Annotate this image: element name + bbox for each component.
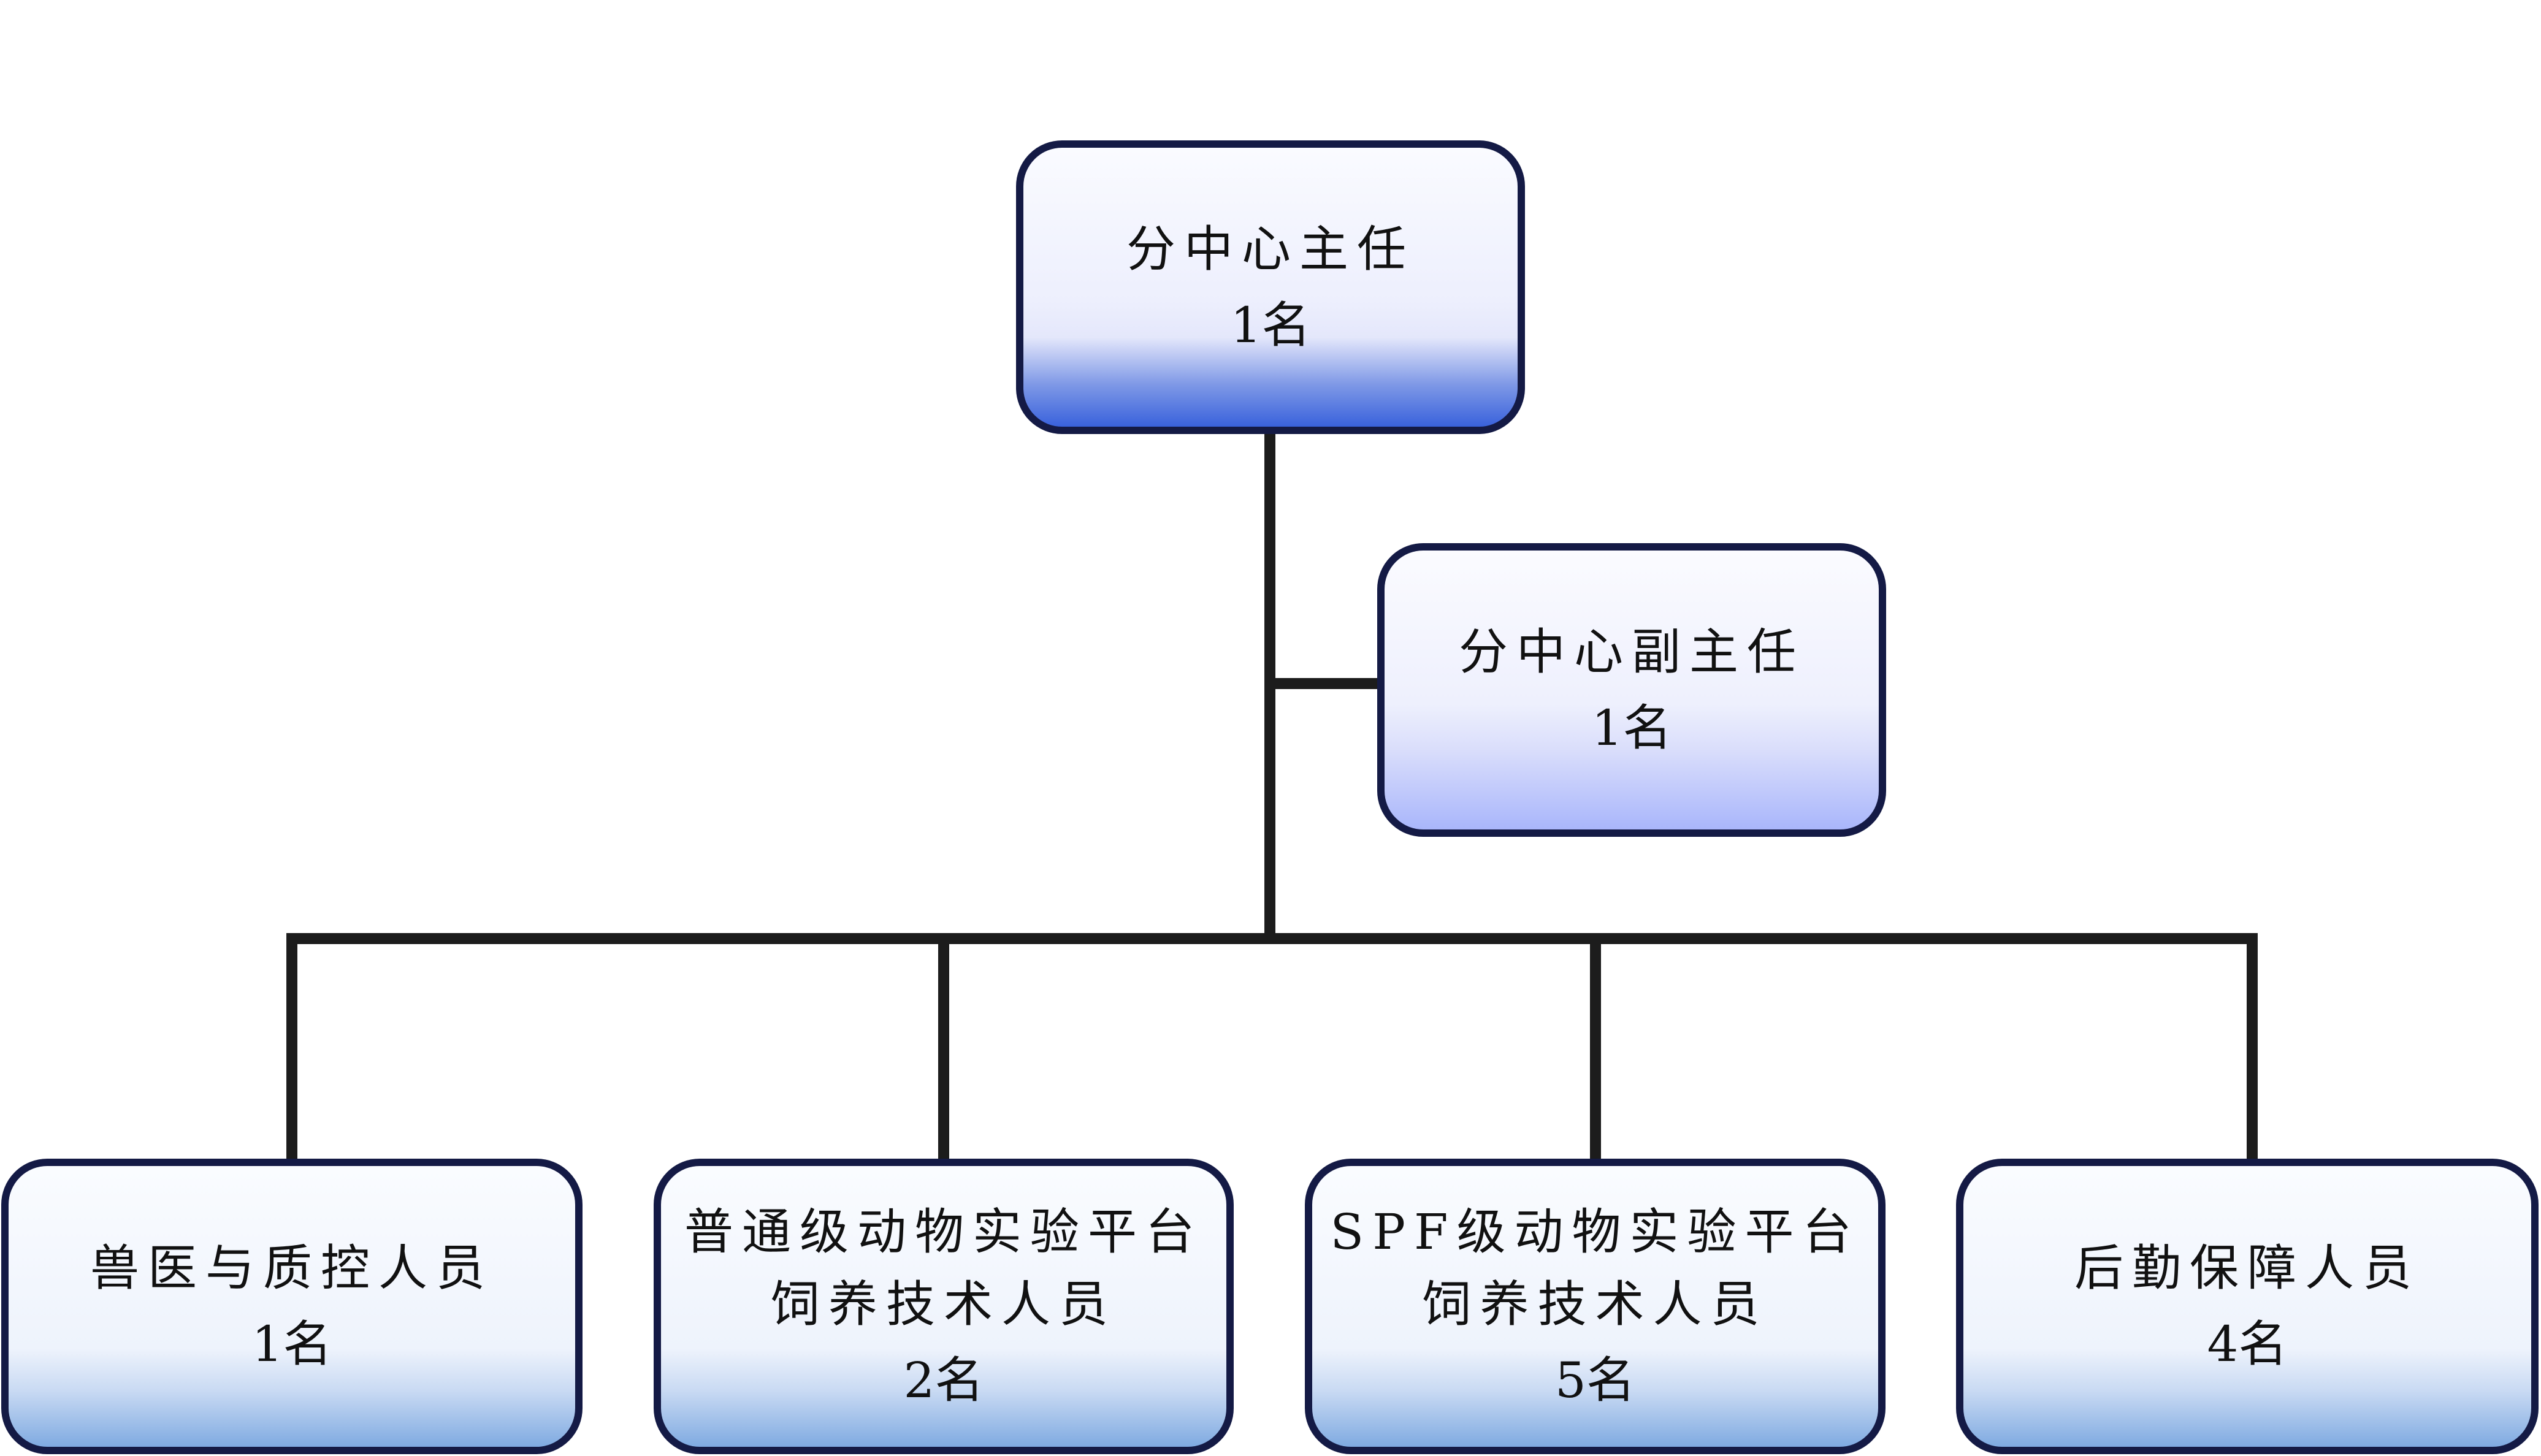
connector-dept-4 <box>2247 933 2258 1163</box>
node-deputy-director: 分中心副主任 1名 <box>1377 543 1886 837</box>
node-title-line-1: 普通级动物实验平台 <box>684 1203 1203 1260</box>
node-title-line-1: SPF级动物实验平台 <box>1330 1203 1860 1260</box>
node-standard-platform: 普通级动物实验平台 饲养技术人员 2名 <box>654 1159 1234 1454</box>
node-spf-platform: SPF级动物实验平台 饲养技术人员 5名 <box>1305 1159 1886 1454</box>
node-count: 1名 <box>251 1316 332 1373</box>
node-title-line-2: 饲养技术人员 <box>771 1276 1117 1333</box>
connector-dept-1 <box>286 933 297 1163</box>
node-title: 兽医与质控人员 <box>90 1240 494 1297</box>
node-title: 后勤保障人员 <box>2074 1240 2420 1297</box>
connector-dept-3 <box>1590 933 1601 1163</box>
node-vet-qc: 兽医与质控人员 1名 <box>1 1159 583 1454</box>
node-title: 分中心副主任 <box>1459 623 1805 680</box>
node-director: 分中心主任 1名 <box>1016 140 1525 434</box>
node-title: 分中心主任 <box>1126 220 1415 278</box>
connector-deputy <box>1264 678 1381 689</box>
node-count: 1名 <box>1591 699 1672 757</box>
node-count: 1名 <box>1230 296 1311 354</box>
node-count: 5名 <box>1555 1352 1635 1409</box>
connector-dept-2 <box>938 933 949 1163</box>
node-count: 2名 <box>903 1352 984 1409</box>
node-logistics: 后勤保障人员 4名 <box>1956 1159 2539 1454</box>
connector-horizontal-bar <box>286 933 2258 944</box>
node-count: 4名 <box>2207 1316 2288 1373</box>
node-title-line-2: 饲养技术人员 <box>1422 1276 1768 1333</box>
